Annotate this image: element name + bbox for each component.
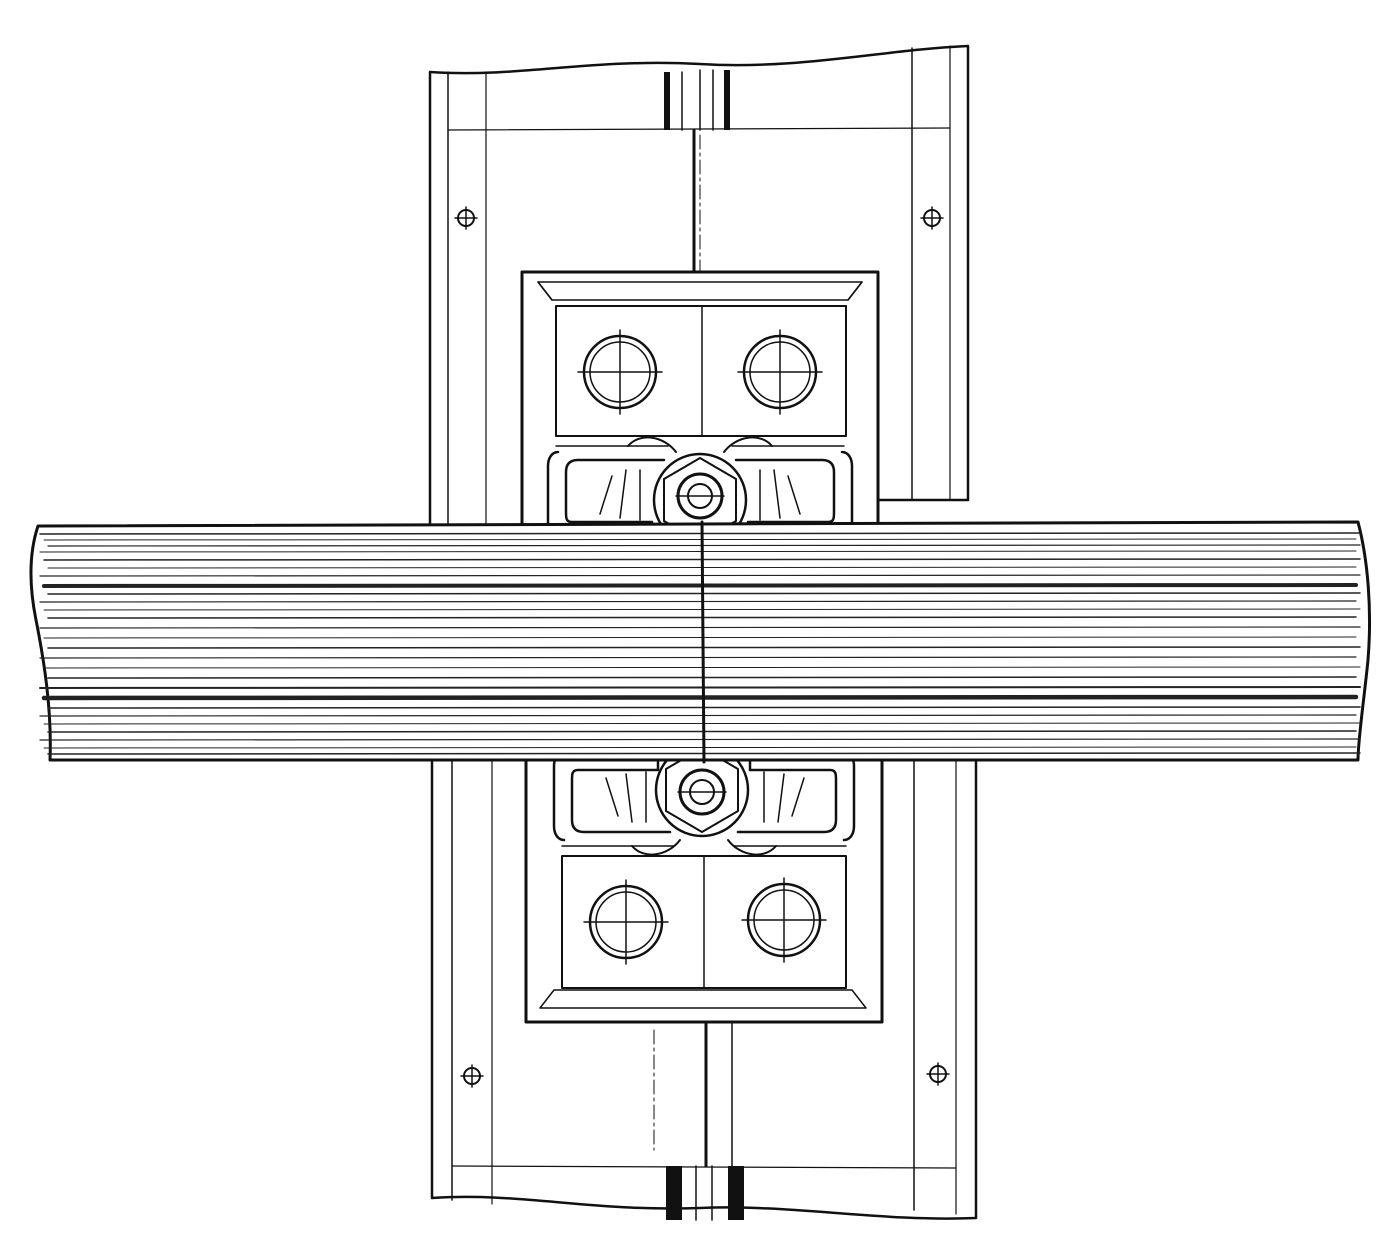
rail-line bbox=[39, 574, 1361, 577]
locator-mark-icon bbox=[454, 206, 478, 230]
locator-mark-icon bbox=[926, 1062, 950, 1086]
insulation-joint-upper bbox=[664, 69, 730, 274]
rail-line bbox=[39, 714, 1357, 717]
anchor-bolt-icon bbox=[577, 329, 663, 415]
rail-line bbox=[47, 544, 1361, 547]
rail-line bbox=[39, 532, 1361, 535]
rail-line bbox=[41, 694, 1359, 701]
rail-line bbox=[43, 538, 1357, 541]
sleeper-upper bbox=[428, 44, 970, 530]
insulation-joint-lower bbox=[666, 1020, 744, 1221]
rail-line bbox=[42, 583, 1358, 588]
rail-joint-line bbox=[700, 520, 706, 764]
rail-line bbox=[39, 656, 1357, 659]
rail-line bbox=[39, 600, 1357, 603]
rail-line bbox=[47, 730, 1357, 733]
rail-line bbox=[43, 746, 1357, 749]
base-plate-upper bbox=[520, 270, 880, 530]
locator-mark-icon bbox=[920, 206, 944, 230]
rail-line bbox=[39, 550, 1357, 553]
anchor-bolt-icon bbox=[737, 329, 823, 415]
locator-mark-icon bbox=[460, 1064, 484, 1088]
rail-line bbox=[39, 626, 1361, 629]
rail bbox=[29, 520, 1372, 762]
rail-line bbox=[43, 722, 1361, 725]
anchor-bolt-icon bbox=[741, 877, 827, 963]
rail-line bbox=[39, 686, 1361, 689]
sleeper-lower bbox=[430, 758, 978, 1220]
rail-line bbox=[39, 738, 1361, 741]
rail-line bbox=[43, 636, 1357, 639]
anchor-bolt-icon bbox=[583, 879, 669, 965]
